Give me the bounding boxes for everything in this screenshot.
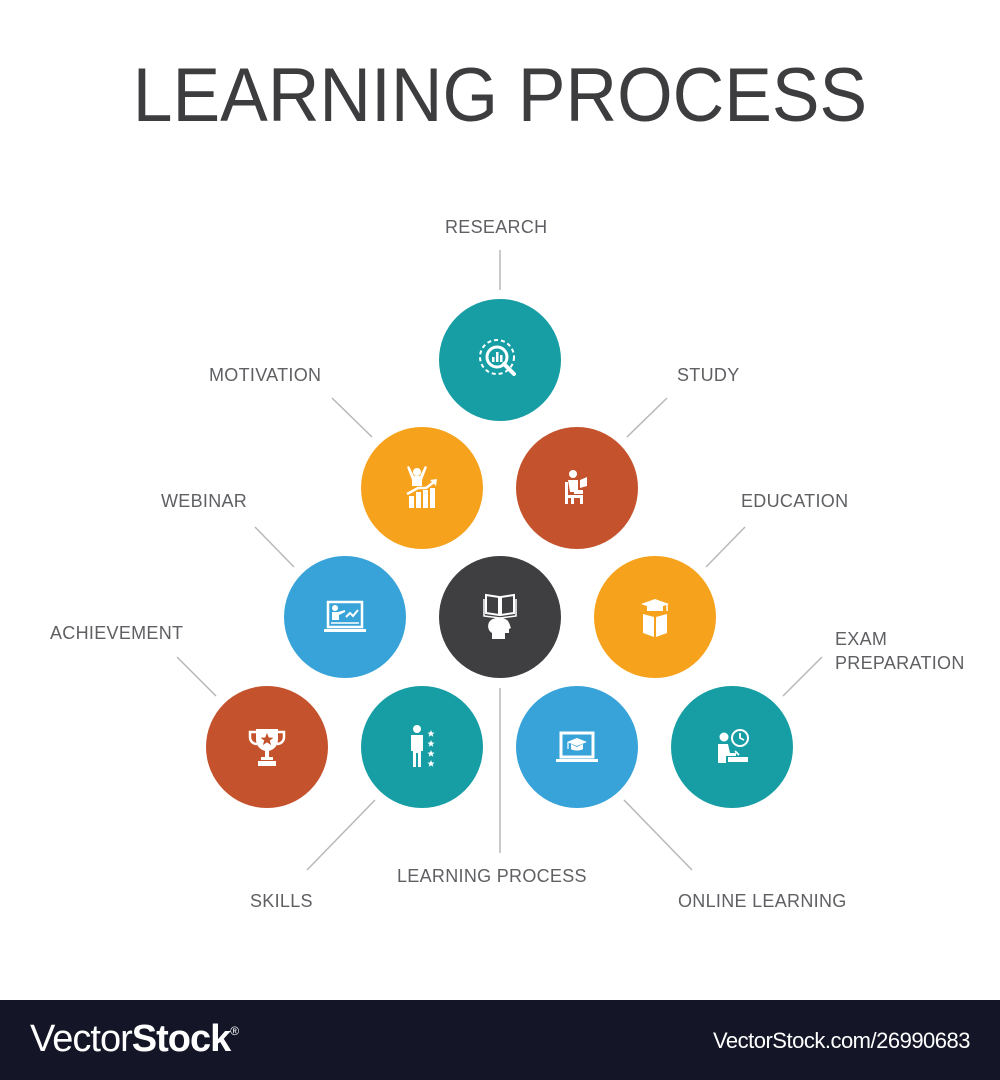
label-preparation: PREPARATION — [835, 653, 965, 673]
connector-achievement — [176, 656, 217, 697]
node-exam-preparation — [671, 686, 793, 808]
node-research — [439, 299, 561, 421]
label-exam: EXAM — [835, 629, 888, 649]
person-reading-desk-icon — [565, 470, 587, 504]
magnifier-chart-icon — [479, 339, 516, 376]
label-online-learning: ONLINE LEARNING — [678, 891, 847, 911]
node-achievement — [206, 686, 328, 808]
laptop-graduation-cap-icon — [556, 731, 598, 762]
image-reference: VectorStock.com/26990683 — [712, 1028, 971, 1053]
label-skills: SKILLS — [250, 891, 313, 911]
head-book-icon — [483, 593, 517, 639]
person-stars-icon — [411, 725, 435, 767]
connector-motivation — [331, 397, 373, 438]
connector-exam-preparation — [782, 656, 823, 697]
laptop-presentation-icon — [324, 600, 366, 632]
label-webinar: WEBINAR — [161, 491, 248, 511]
footer-watermark-bar: VectorStock® VectorStock.com/26990683 — [0, 1000, 1000, 1080]
label-motivation: MOTIVATION — [209, 365, 322, 385]
node-education — [594, 556, 716, 678]
label-education: EDUCATION — [741, 491, 849, 511]
connector-education — [705, 526, 746, 568]
connector-webinar — [254, 526, 295, 568]
person-writing-clock-icon — [718, 729, 749, 763]
label-learning-process: LEARNING PROCESS — [397, 866, 587, 886]
book-graduation-cap-icon — [641, 599, 669, 637]
connector-study — [626, 397, 668, 438]
node-learning-process — [439, 556, 561, 678]
trophy-star-icon — [248, 729, 286, 766]
node-study — [516, 427, 638, 549]
connector-skills — [306, 799, 376, 871]
label-research: RESEARCH — [445, 217, 548, 237]
person-growth-chart-icon — [406, 466, 437, 508]
node-online-learning — [516, 686, 638, 808]
connector-online-learning — [623, 799, 693, 871]
node-webinar — [284, 556, 406, 678]
label-study: STUDY — [677, 365, 740, 385]
vectorstock-logo: VectorStock® — [30, 1018, 239, 1060]
label-achievement: ACHIEVEMENT — [50, 623, 184, 643]
connector-lines — [176, 250, 823, 871]
node-skills — [361, 686, 483, 808]
page-title: LEARNING PROCESS — [132, 53, 868, 138]
node-motivation — [361, 427, 483, 549]
